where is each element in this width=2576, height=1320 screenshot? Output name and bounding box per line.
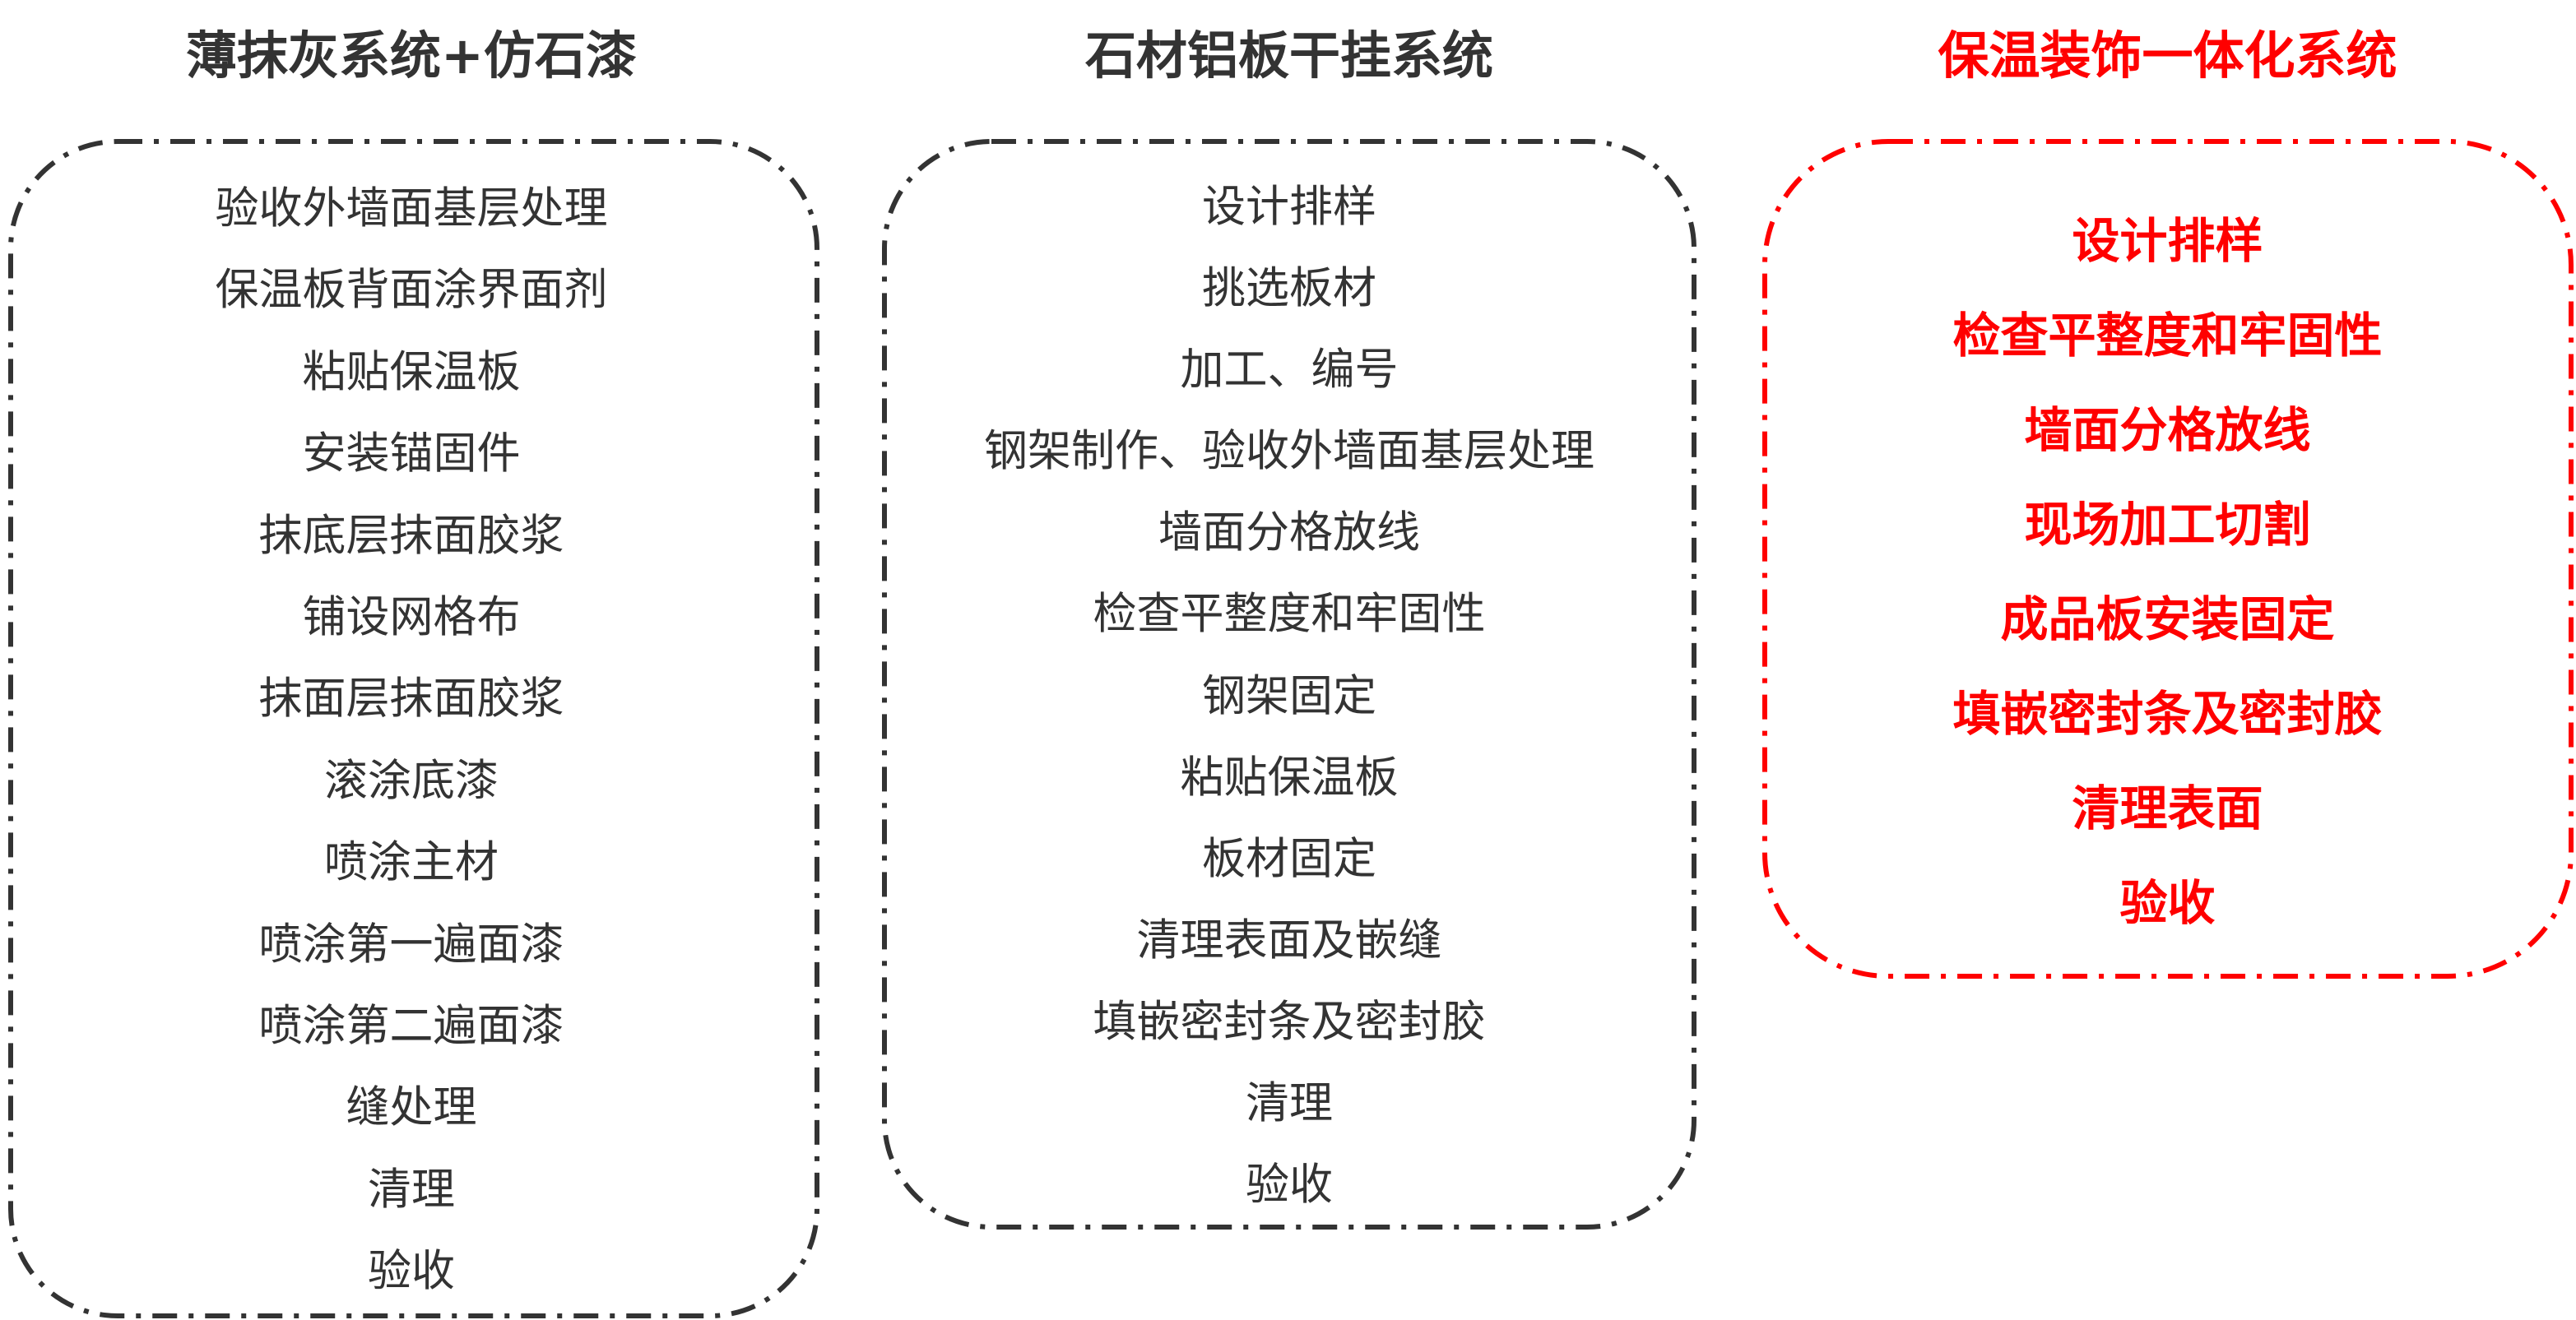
step-item: 设计排样 [2072, 213, 2263, 269]
step-item: 检查平整度和牢固性 [1093, 589, 1486, 640]
step-item: 钢架制作、验收外墙面基层处理 [984, 426, 1594, 477]
step-item: 验收 [368, 1246, 455, 1297]
column-title: 薄抹灰系统+仿石漆 [186, 25, 637, 86]
step-item: 钢架固定 [1202, 670, 1376, 721]
column-stone-aluminum-system: 石材铝板干挂系统 设计排样 挑选板材 加工、编号 钢架制作、验收外墙面基层处理 … [882, 0, 1696, 1320]
dash-dot-frame [1762, 139, 2574, 979]
step-item: 墙面分格放线 [1158, 507, 1420, 558]
step-item: 喷涂主材 [324, 837, 499, 888]
step-item: 缝处理 [346, 1082, 477, 1133]
step-item: 喷涂第一遍面漆 [258, 919, 564, 970]
column-thin-plaster-system: 薄抹灰系统+仿石漆 验收外墙面基层处理 保温板背面涂界面剂 粘贴保温板 安装锚固… [8, 0, 819, 1320]
step-list: 设计排样 检查平整度和牢固性 墙面分格放线 现场加工切割 成品板安装固定 填嵌密… [1762, 194, 2573, 951]
step-item: 填嵌密封条及密封胶 [1093, 996, 1486, 1047]
step-item: 滚涂底漆 [324, 755, 499, 806]
step-item: 喷涂第二遍面漆 [258, 1001, 564, 1052]
step-item: 清理表面 [2072, 780, 2263, 836]
step-item: 抹面层抹面胶浆 [258, 674, 564, 725]
step-item: 成品板安装固定 [2000, 591, 2335, 647]
step-item: 现场加工切割 [2024, 497, 2311, 553]
step-item: 保温板背面涂界面剂 [215, 265, 608, 316]
step-item: 粘贴保温板 [302, 346, 521, 397]
step-item: 加工、编号 [1180, 345, 1399, 396]
step-item: 清理表面及嵌缝 [1136, 915, 1442, 966]
dash-dot-frame [8, 139, 819, 1318]
dash-dot-frame [882, 139, 1696, 1230]
step-item: 粘贴保温板 [1180, 752, 1399, 803]
step-item: 抹底层抹面胶浆 [258, 510, 564, 561]
step-item: 验收 [1246, 1160, 1333, 1211]
column-title: 石材铝板干挂系统 [1084, 25, 1493, 86]
step-item: 填嵌密封条及密封胶 [1952, 686, 2383, 742]
step-item: 墙面分格放线 [2024, 402, 2311, 458]
step-item: 验收 [2119, 875, 2216, 931]
step-item: 铺设网格布 [302, 592, 521, 643]
step-item: 安装锚固件 [302, 428, 521, 479]
step-item: 板材固定 [1202, 833, 1376, 884]
step-list: 验收外墙面基层处理 保温板背面涂界面剂 粘贴保温板 安装锚固件 抹底层抹面胶浆 … [8, 168, 815, 1313]
step-item: 挑选板材 [1202, 263, 1376, 314]
step-item: 清理 [368, 1164, 455, 1215]
step-item: 清理 [1246, 1078, 1333, 1129]
column-title: 保温装饰一体化系统 [1938, 25, 2397, 86]
step-item: 设计排样 [1202, 182, 1376, 232]
column-insulation-decoration-system: 保温装饰一体化系统 设计排样 检查平整度和牢固性 墙面分格放线 现场加工切割 成… [1762, 0, 2574, 1320]
step-item: 检查平整度和牢固性 [1952, 308, 2383, 364]
step-list: 设计排样 挑选板材 加工、编号 钢架制作、验收外墙面基层处理 墙面分格放线 检查… [882, 166, 1696, 1225]
step-item: 验收外墙面基层处理 [215, 183, 608, 234]
